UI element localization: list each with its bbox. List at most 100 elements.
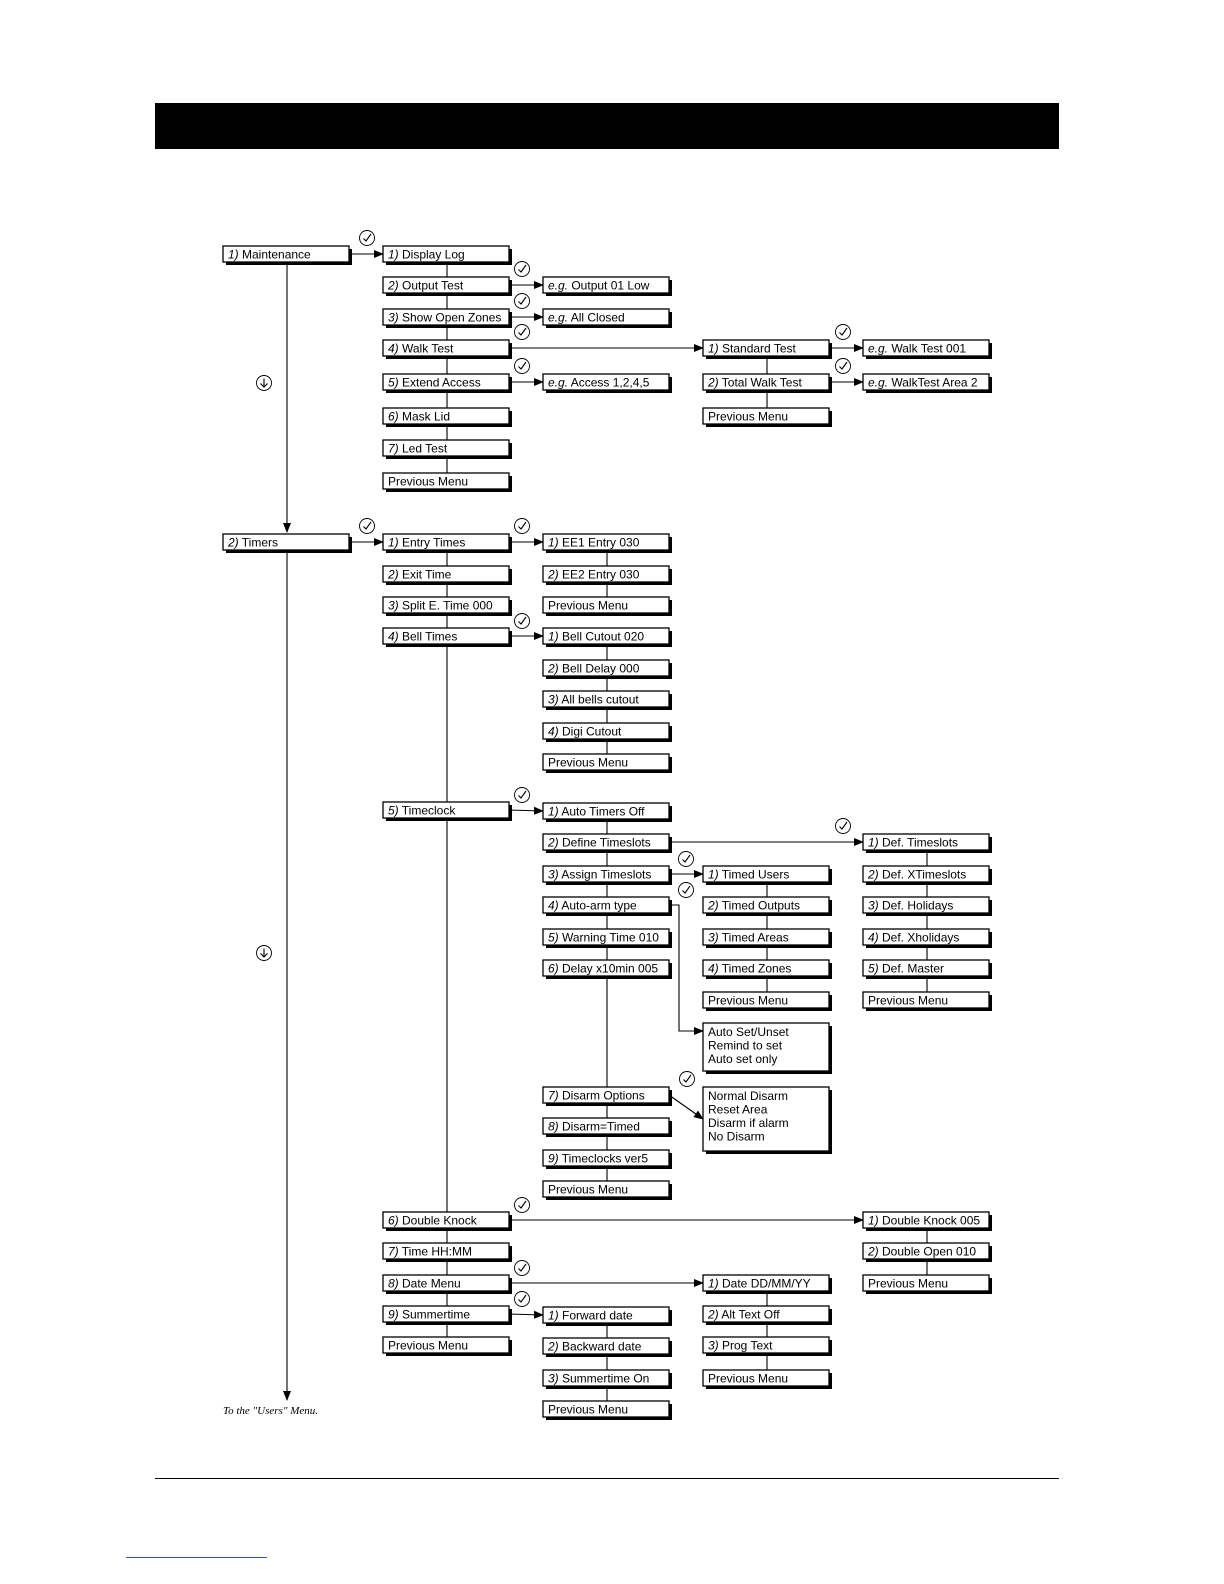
menu-box-t-bell-times: 4) Bell Times: [382, 627, 512, 647]
menu-box-t-date-menu: 8) Date Menu: [382, 1274, 512, 1294]
box-frame: [862, 373, 990, 391]
box-label: 1) Double Knock 005: [868, 1214, 980, 1228]
box-frame: [382, 276, 510, 294]
box-frame: [382, 1274, 510, 1292]
menu-box-a-previous-menu: Previous Menu: [702, 991, 832, 1011]
box-label: Previous Menu: [708, 410, 788, 424]
box-label: 5) Timeclock: [388, 804, 456, 818]
box-label: 3) Show Open Zones: [388, 311, 501, 325]
box-frame: [702, 1086, 830, 1152]
menu-box-t-time-hhmm: 7) Time HH:MM: [382, 1242, 512, 1262]
menu-box-eg-all-closed: e.g. All Closed: [542, 308, 672, 328]
menu-box-d-def-xtimeslots: 2) Def. XTimeslots: [862, 865, 992, 885]
box-line: Disarm if alarm: [708, 1116, 789, 1130]
check-circle-icon: [514, 518, 530, 534]
box-frame: [542, 1337, 670, 1355]
arrow-t-summertime-to-s-forward-date: [508, 1310, 544, 1319]
box-frame: [542, 596, 670, 614]
menu-box-wt-total-walk-test: 2) Total Walk Test: [702, 373, 832, 393]
box-frame: [542, 308, 670, 326]
menu-box-dt-previous-menu: Previous Menu: [702, 1369, 832, 1389]
menu-box-b-digi-cutout: 4) Digi Cutout: [542, 722, 672, 742]
menu-box-a-timed-users: 1) Timed Users: [702, 865, 832, 885]
box-label: 9) Timeclocks ver5: [548, 1152, 648, 1166]
arrow-t-timeclock-to-c-auto-timers-off: [508, 806, 544, 815]
box-label: 2) Def. XTimeslots: [867, 868, 966, 882]
box-frame: [542, 690, 670, 708]
menu-box-m-previous-menu: Previous Menu: [382, 472, 512, 492]
menu-box-t-double-knock: 6) Double Knock: [382, 1211, 512, 1231]
box-frame: [862, 339, 990, 357]
box-label: 6) Double Knock: [388, 1214, 478, 1228]
menu-box-k-double-knock: 1) Double Knock 005: [862, 1211, 992, 1231]
menu-box-s-previous-menu: Previous Menu: [542, 1400, 672, 1420]
menu-box-s-forward-date: 1) Forward date: [542, 1306, 672, 1326]
box-label: 7) Time HH:MM: [388, 1245, 472, 1259]
check-circle-icon: [514, 293, 530, 309]
box-label: 1) Def. Timeslots: [868, 836, 958, 850]
box-frame: [702, 407, 830, 425]
box-frame: [542, 373, 670, 391]
menu-box-k-previous-menu: Previous Menu: [862, 1274, 992, 1294]
box-frame: [862, 991, 990, 1009]
box-label: 3) Timed Areas: [708, 931, 789, 945]
check-circle-icon: [514, 787, 530, 803]
box-frame: [542, 959, 670, 977]
box-frame: [222, 245, 350, 263]
menu-box-m-extend-access: 5) Extend Access: [382, 373, 512, 393]
menu-box-m-show-open-zones: 3) Show Open Zones: [382, 308, 512, 328]
menu-box-c-timeclocks-ver: 9) Timeclocks ver5: [542, 1149, 672, 1169]
menu-box-s-backward-date: 2) Backward date: [542, 1337, 672, 1357]
menu-box-a-timed-areas: 3) Timed Areas: [702, 928, 832, 948]
menu-box-a-timed-outputs: 2) Timed Outputs: [702, 896, 832, 916]
box-label: 1) Maintenance: [228, 248, 311, 262]
menu-box-c-disarm-timed: 8) Disarm=Timed: [542, 1117, 672, 1137]
menu-box-t-split-e-time: 3) Split E. Time 000: [382, 596, 512, 616]
menu-box-c-auto-arm-type: 4) Auto-arm type: [542, 896, 672, 916]
box-frame: [542, 1117, 670, 1135]
box-frame: [382, 533, 510, 551]
box-label: 7) Disarm Options: [548, 1089, 645, 1103]
check-circle-icon: [514, 613, 530, 629]
box-label: 4) Bell Times: [388, 630, 457, 644]
box-label: 3) Summertime On: [548, 1372, 649, 1386]
box-label: 4) Walk Test: [388, 342, 454, 356]
box-frame: [382, 1336, 510, 1354]
box-label: 2) Double Open 010: [867, 1245, 976, 1259]
box-frame: [702, 1274, 830, 1292]
check-circle-icon: [359, 230, 375, 246]
menu-box-d-def-holidays: 3) Def. Holidays: [862, 896, 992, 916]
box-label: 5) Extend Access: [388, 376, 481, 390]
box-label: 2) Backward date: [547, 1340, 642, 1354]
box-frame: [702, 959, 830, 977]
box-frame: [702, 1336, 830, 1354]
box-frame: [382, 407, 510, 425]
box-frame: [702, 928, 830, 946]
box-label: Previous Menu: [548, 599, 628, 613]
box-label: 2) Timers: [227, 536, 278, 550]
box-frame: [702, 991, 830, 1009]
menu-box-d-def-timeslots: 1) Def. Timeslots: [862, 833, 992, 853]
check-circle-icon: [514, 1197, 530, 1213]
header-bar: [155, 103, 1059, 149]
box-label: 1) Standard Test: [708, 342, 797, 356]
check-circle-icon: [514, 261, 530, 277]
check-circle-icon: [359, 518, 375, 534]
box-label: 2) Exit Time: [387, 568, 452, 582]
box-frame: [542, 896, 670, 914]
menu-box-t-summertime: 9) Summertime: [382, 1305, 512, 1325]
box-label: 2) Total Walk Test: [707, 376, 802, 390]
menu-box-a-timed-zones: 4) Timed Zones: [702, 959, 832, 979]
menu-box-t-entry-times: 1) Entry Times: [382, 533, 512, 553]
arrow-auto-arm-type-to-options: [669, 904, 704, 1035]
box-frame: [382, 339, 510, 357]
check-circle-icon: [514, 1291, 530, 1307]
menu-box-t-previous-menu: Previous Menu: [382, 1336, 512, 1356]
icons: [256, 230, 851, 1307]
box-frame: [382, 439, 510, 457]
box-frame: [542, 722, 670, 740]
box-label: e.g. All Closed: [548, 311, 625, 325]
